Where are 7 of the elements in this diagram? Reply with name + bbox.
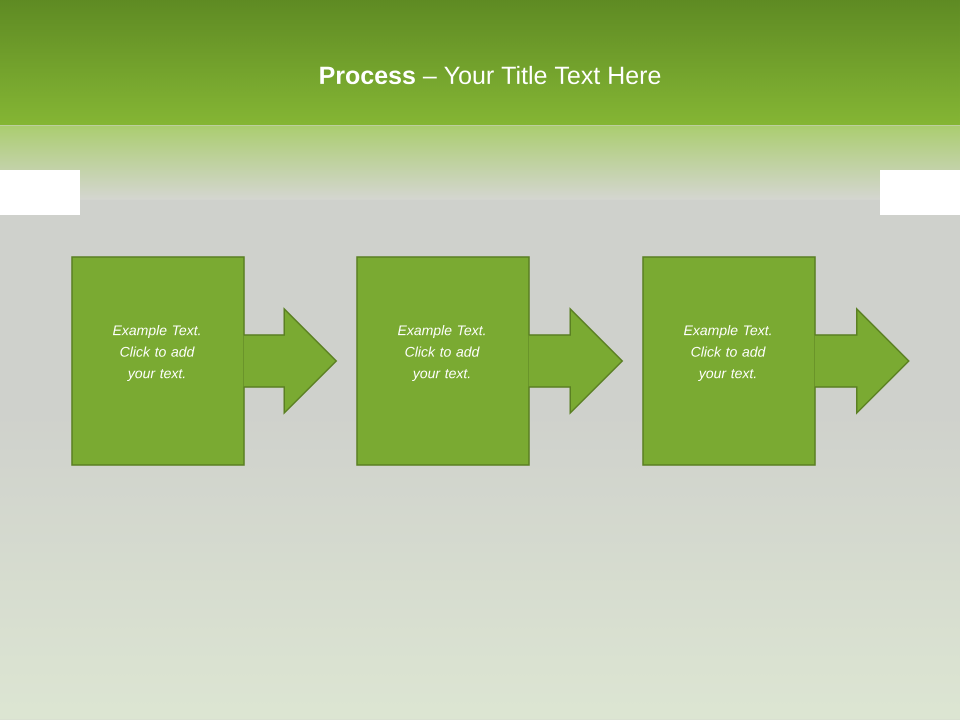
process-box: Example Text. Click to add your text. [642, 256, 816, 466]
block-arrow [814, 307, 910, 415]
block-arrow [528, 307, 624, 415]
process-box: Example Text. Click to add your text. [356, 256, 530, 466]
block-arrow [243, 307, 338, 415]
title: Process – Your Title Text Here [320, 66, 660, 84]
process-box: Example Text. Click to add your text. [71, 256, 245, 466]
